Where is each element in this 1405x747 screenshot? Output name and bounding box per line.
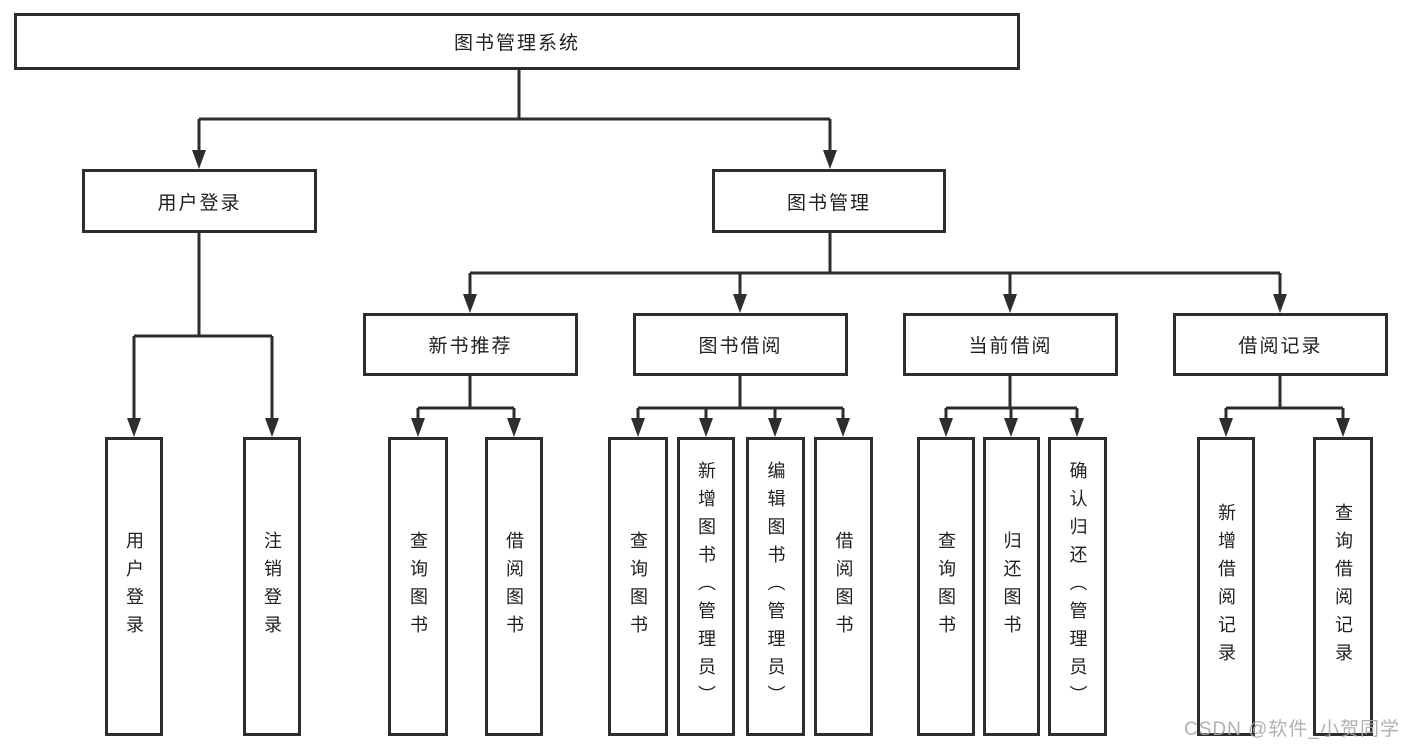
leaf-borrow-books-2: 借阅图书	[814, 437, 873, 736]
leaf-user-login: 用户登录	[105, 437, 163, 736]
edge-user-login-to-leaves	[127, 233, 279, 437]
node-current-borrowing: 当前借阅	[903, 313, 1118, 376]
leaf-logout: 注销登录	[243, 437, 301, 736]
leaf-query-books-3: 查询图书	[917, 437, 975, 736]
edge-book-borrow-to-leaves	[631, 376, 850, 437]
node-book-management: 图书管理	[712, 169, 946, 233]
edge-root-to-level2	[192, 70, 837, 169]
leaf-add-book-admin: 新增图书（管理员）	[677, 437, 735, 736]
leaf-query-books-2: 查询图书	[608, 437, 668, 736]
node-new-book-recommend: 新书推荐	[363, 313, 578, 376]
leaf-label: 归还图书	[1001, 530, 1022, 643]
leaf-query-books-1: 查询图书	[388, 437, 448, 736]
leaf-edit-book-admin: 编辑图书（管理员）	[746, 437, 805, 736]
leaf-add-borrow-record: 新增借阅记录	[1197, 437, 1255, 736]
edge-current-borrow-to-leaves	[939, 376, 1084, 437]
leaf-label: 查询图书	[936, 530, 956, 643]
leaf-return-books: 归还图书	[983, 437, 1040, 736]
leaf-label: 用户登录	[124, 530, 144, 643]
leaf-label: 查询图书	[628, 530, 648, 643]
leaf-confirm-return-admin: 确认归还（管理员）	[1048, 437, 1107, 736]
node-book-borrowing: 图书借阅	[633, 313, 848, 376]
node-borrowing-records: 借阅记录	[1173, 313, 1388, 376]
leaf-label: 注销登录	[262, 530, 282, 643]
leaf-query-borrow-record: 查询借阅记录	[1313, 437, 1373, 736]
leaf-label: 查询图书	[408, 530, 428, 643]
node-root-library-system: 图书管理系统	[14, 13, 1020, 70]
leaf-label: 编辑图书（管理员）	[765, 460, 786, 713]
csdn-watermark: CSDN @软件_小贺同学	[1184, 719, 1400, 740]
edge-new-book-rec-to-leaves	[411, 376, 521, 437]
edge-borrow-records-to-leaves	[1219, 376, 1350, 437]
leaf-label: 借阅图书	[833, 530, 854, 643]
leaf-label: 确认归还（管理员）	[1067, 460, 1088, 713]
edge-book-mgmt-to-level3	[463, 233, 1287, 313]
leaf-borrow-books-1: 借阅图书	[485, 437, 543, 736]
leaf-label: 新增借阅记录	[1216, 502, 1236, 671]
leaf-label: 查询借阅记录	[1333, 502, 1353, 671]
leaf-label: 借阅图书	[504, 530, 524, 643]
leaf-label: 新增图书（管理员）	[696, 460, 716, 713]
node-user-login: 用户登录	[82, 169, 317, 233]
